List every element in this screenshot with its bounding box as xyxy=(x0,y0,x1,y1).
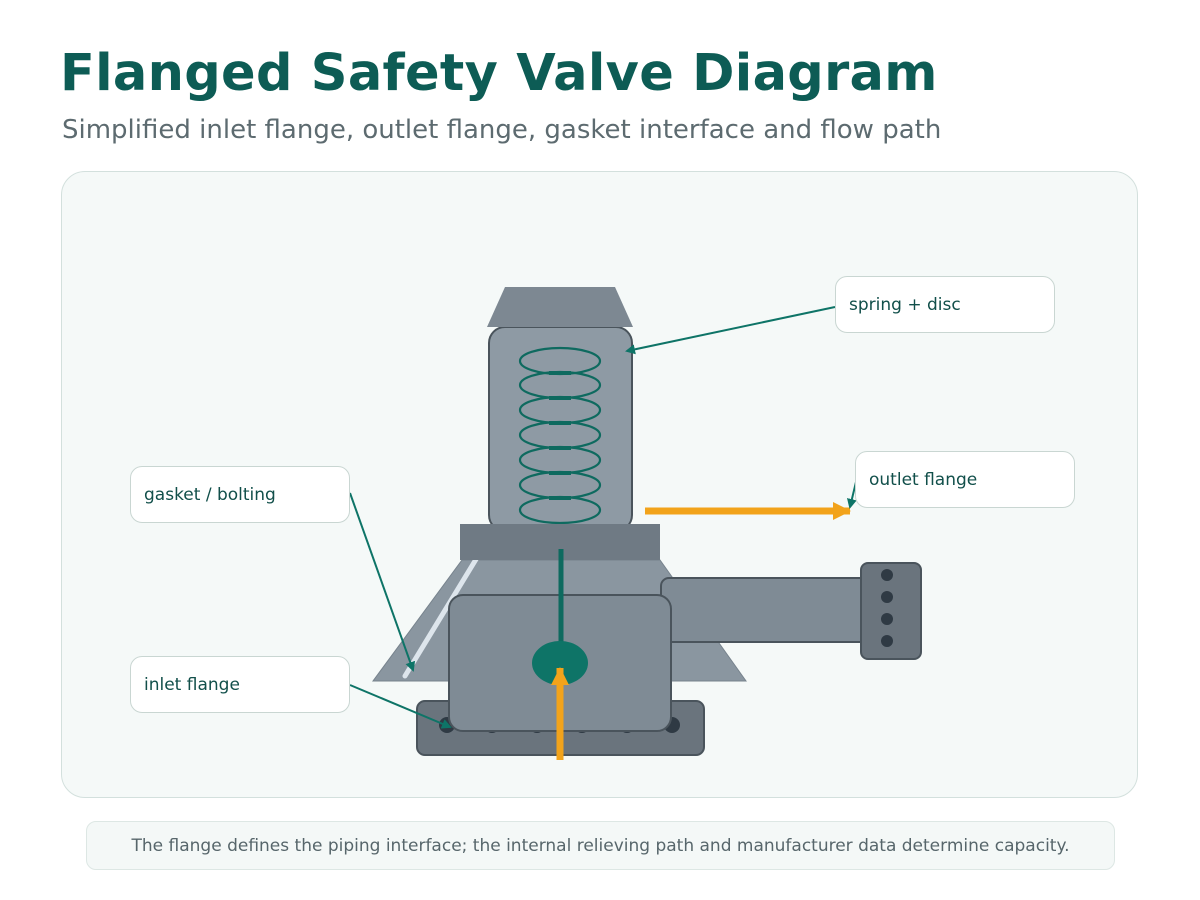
callout-spring-disc: spring + disc xyxy=(835,276,1055,333)
page-subtitle: Simplified inlet flange, outlet flange, … xyxy=(62,115,942,145)
callout-outlet-flange-label: outlet flange xyxy=(869,469,978,490)
callout-gasket-bolting-label: gasket / bolting xyxy=(144,484,276,505)
outlet-pipe xyxy=(660,577,872,643)
outlet-bolt-hole xyxy=(881,569,893,581)
leader-inlet-flange xyxy=(349,684,452,729)
outlet-bolt-hole xyxy=(881,591,893,603)
spring-crossbars xyxy=(549,371,571,500)
callout-inlet-flange-label: inlet flange xyxy=(144,674,240,695)
valve-cap xyxy=(487,287,633,327)
footnote: The flange defines the piping interface;… xyxy=(86,821,1115,870)
callout-outlet-flange: outlet flange xyxy=(855,451,1075,508)
leader-gasket-bolting xyxy=(349,492,416,672)
outlet-bolt-hole xyxy=(881,613,893,625)
gasket-line xyxy=(402,553,481,679)
outlet-flange xyxy=(860,562,922,660)
leader-spring-disc xyxy=(625,306,836,355)
outlet-bolt-hole xyxy=(881,635,893,647)
callout-spring-disc-label: spring + disc xyxy=(849,294,961,315)
valve-disc xyxy=(532,641,588,685)
footnote-text: The flange defines the piping interface;… xyxy=(131,835,1070,856)
page-title: Flanged Safety Valve Diagram xyxy=(60,44,938,103)
spring-housing xyxy=(488,326,633,532)
callout-inlet-flange: inlet flange xyxy=(130,656,350,713)
callout-gasket-bolting: gasket / bolting xyxy=(130,466,350,523)
